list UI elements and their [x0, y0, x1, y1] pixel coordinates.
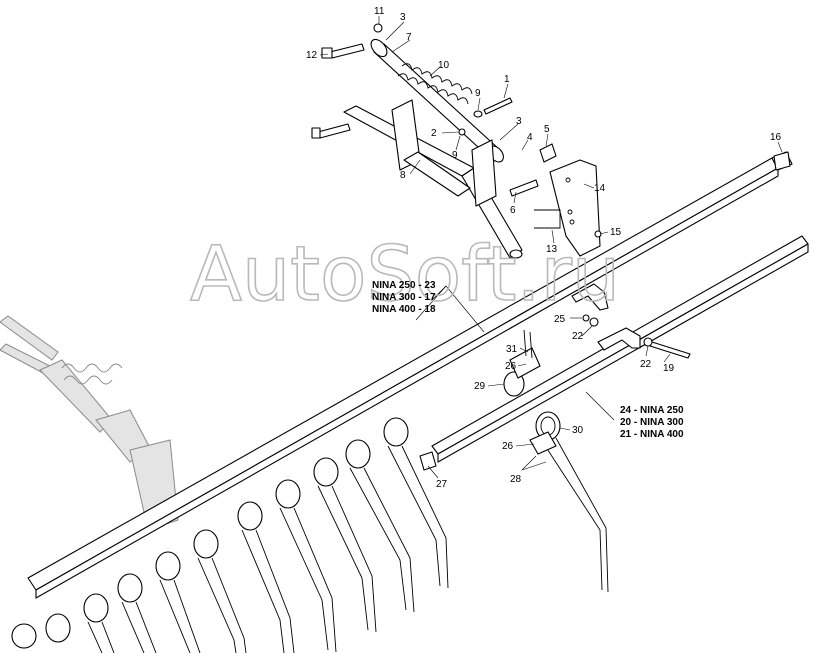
- callout-16: 16: [770, 132, 782, 143]
- tine: [83, 593, 115, 653]
- callout-9: 9: [452, 150, 458, 161]
- leader-lines: [319, 16, 783, 479]
- callout-31: 31: [506, 344, 518, 355]
- tine-30-assembly: [529, 411, 609, 593]
- bracket-14: [549, 159, 601, 257]
- main-bar: [27, 151, 793, 599]
- frame-bolt: [311, 123, 351, 139]
- bolt-12: [321, 43, 365, 59]
- callout-29: 29: [474, 381, 486, 392]
- callout-28: 28: [510, 474, 522, 485]
- shaft-with-spring: [370, 38, 504, 163]
- variant-nina-400: 21 - NINA 400: [620, 429, 684, 440]
- tine: [45, 613, 71, 643]
- tine: [275, 479, 337, 653]
- tine: [117, 573, 157, 653]
- callout-5: 5: [544, 124, 550, 135]
- tine: [313, 457, 377, 633]
- callout-2: 2: [431, 128, 437, 139]
- callout-3: 3: [516, 116, 522, 127]
- variant-nina-300: NINA 300 - 17: [372, 292, 436, 303]
- frame-8: [343, 99, 523, 259]
- end-cap-27: [419, 451, 437, 471]
- nut-11: [373, 23, 383, 33]
- callout-11: 11: [374, 6, 385, 17]
- callout-25: 25: [554, 314, 566, 325]
- tine: [193, 529, 247, 653]
- callout-22: 22: [572, 331, 584, 342]
- callout-6: 6: [510, 205, 516, 216]
- tine-29-assembly: [503, 329, 541, 397]
- pin-6: [509, 179, 539, 197]
- second-bar: [431, 235, 809, 463]
- callout-26: 26: [505, 361, 517, 372]
- variant-nina-250: NINA 250 - 23: [372, 280, 436, 291]
- callout-1: 1: [504, 74, 510, 85]
- tine: [237, 501, 295, 653]
- tine: [155, 551, 201, 653]
- knob-5: [539, 143, 557, 163]
- callout-15: 15: [610, 227, 622, 238]
- callout-8: 8: [400, 170, 406, 181]
- cap-16: [773, 151, 791, 171]
- tine: [11, 623, 37, 649]
- callout-14: 14: [594, 183, 606, 194]
- tine: [383, 417, 449, 589]
- variant-nina-250: 24 - NINA 250: [620, 405, 684, 416]
- callout-3: 3: [400, 12, 406, 23]
- clamp-brackets: [571, 283, 641, 351]
- callout-12: 12: [306, 50, 318, 61]
- watermark: AutoSoft.ru: [190, 229, 620, 318]
- bolt-19: [643, 337, 691, 359]
- callout-4: 4: [527, 132, 533, 143]
- callouts: 11 3 7 12 10 9 1 3 2 9 4 5 8 6 14 16 15 …: [306, 6, 782, 490]
- nut-2: [458, 128, 466, 136]
- pin-1: [483, 97, 513, 115]
- spring: [397, 63, 473, 105]
- nut-22a: [589, 317, 599, 327]
- u-bolt-13: [534, 209, 561, 229]
- variant-nina-300: 20 - NINA 300: [620, 417, 684, 428]
- variant-nina-400: NINA 400 - 18: [372, 304, 436, 315]
- callout-7: 7: [406, 32, 412, 43]
- tine: [345, 439, 415, 613]
- callout-27: 27: [436, 479, 448, 490]
- callout-9: 9: [475, 88, 481, 99]
- callout-30: 30: [572, 425, 584, 436]
- callout-13: 13: [546, 244, 558, 255]
- callout-26: 26: [502, 441, 514, 452]
- washer-9: [473, 110, 483, 118]
- callout-10: 10: [438, 60, 450, 71]
- variant-labels-upper: NINA 250 - 23 NINA 300 - 17 NINA 400 - 1…: [372, 280, 436, 315]
- callout-19: 19: [663, 363, 675, 374]
- washer-25: [582, 314, 590, 322]
- variant-labels-lower: 24 - NINA 250 20 - NINA 300 21 - NINA 40…: [620, 405, 684, 440]
- callout-22: 22: [640, 359, 652, 370]
- arm-assembly: [0, 315, 179, 531]
- tine-row: [11, 417, 449, 653]
